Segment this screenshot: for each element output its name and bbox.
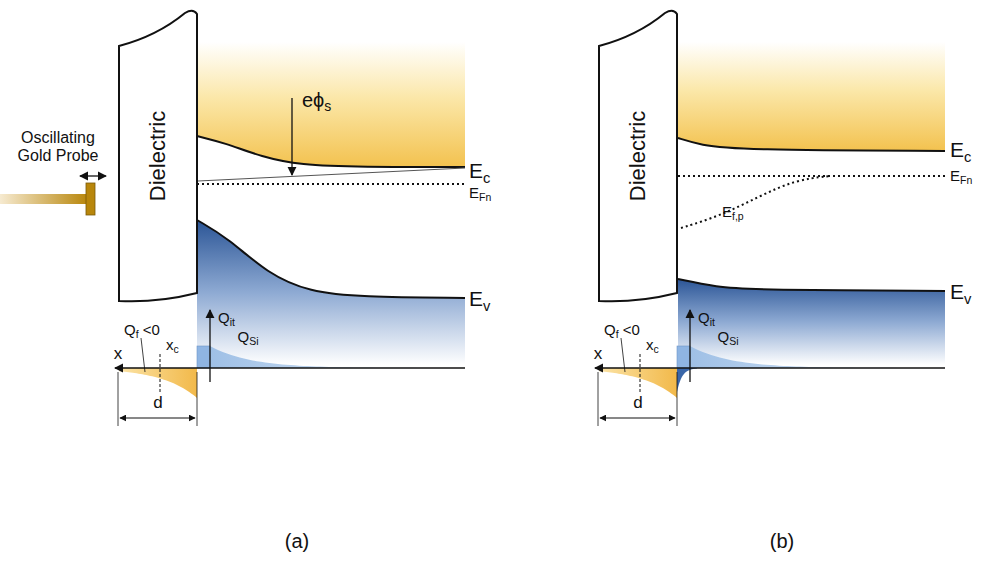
band-diagram [197, 42, 465, 365]
dielectric-shape [119, 11, 197, 302]
silicon-charge [210, 346, 465, 368]
ec-line [197, 136, 465, 167]
band-label: Ec [469, 159, 490, 182]
axis-label: x [594, 345, 603, 364]
efp-line [681, 176, 830, 228]
potential-symbol: eϕs [302, 89, 331, 111]
fermi-label: EFn [469, 185, 491, 202]
charge-label: QSi [717, 329, 738, 346]
probe-label: Oscillating Gold Probe [10, 129, 106, 164]
fermi-label: Ef,p [722, 204, 744, 221]
valence-band [197, 220, 465, 365]
band-diagram [678, 42, 945, 365]
dimension-label: d [633, 394, 642, 413]
interface-charge [677, 346, 690, 368]
leader-line [621, 338, 625, 372]
inversion-charge [677, 368, 697, 392]
x-axis [595, 367, 945, 368]
conduction-band [678, 42, 945, 151]
dimension-arrow [600, 418, 675, 419]
dielectric-shape [599, 11, 677, 302]
dimension-arrow [120, 418, 195, 419]
x-axis [115, 367, 465, 368]
silicon-charge [690, 346, 945, 368]
dimension-tick [598, 372, 599, 426]
fermi-label: EFn [950, 168, 972, 185]
ev-line [197, 220, 465, 298]
dimension-tick [677, 372, 678, 426]
efn-line [197, 183, 465, 185]
layer-name: Dielectric [625, 111, 651, 201]
dimension-tick [197, 372, 198, 426]
centroid-line [640, 354, 641, 392]
axis-label: x [114, 345, 123, 364]
centroid-label: xc [166, 337, 179, 354]
centroid-line [160, 354, 161, 392]
charge-label: Qf <0 [604, 322, 640, 339]
centroid-label: xc [646, 337, 659, 354]
charge-plot [115, 310, 465, 426]
conduction-band [197, 42, 465, 167]
charge-label: Qit [698, 310, 715, 327]
ev-line [678, 279, 945, 291]
oscillation-arrow [80, 175, 106, 176]
valence-band [678, 279, 945, 365]
charge-label: Qf <0 [124, 322, 160, 339]
dimension-tick [118, 372, 119, 426]
charge-plot [595, 310, 945, 426]
potential-arrow [291, 98, 292, 175]
panel-label: (a) [285, 530, 309, 552]
interface-charge [197, 346, 210, 368]
band-label: Ev [469, 287, 490, 310]
leader-line [141, 338, 145, 372]
panel-label: (b) [770, 530, 794, 552]
charge-axis [689, 310, 690, 382]
reference-line [198, 168, 465, 181]
dielectric-layer: Dielectric [117, 8, 199, 304]
band-label: Ev [950, 280, 971, 303]
probe-tip [86, 183, 95, 215]
band-label: Ec [950, 138, 971, 161]
charge-label: QSi [237, 329, 258, 346]
dimension-label: d [153, 394, 162, 413]
ec-line [678, 138, 945, 151]
charge-label: Qit [218, 310, 235, 327]
layer-name: Dielectric [145, 111, 171, 201]
probe-shaft [0, 194, 88, 204]
dielectric-layer: Dielectric [597, 8, 679, 304]
efn-line [678, 175, 945, 177]
charge-axis [209, 310, 210, 382]
